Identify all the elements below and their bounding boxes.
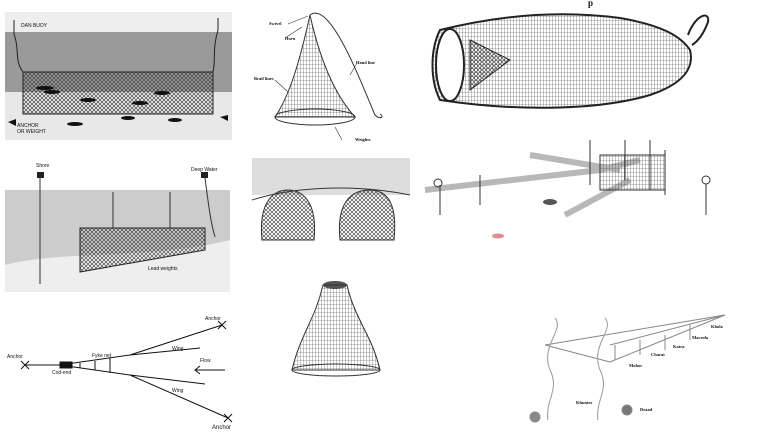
swivel-label: Swivel [269,21,282,26]
weights-label: Weights [355,137,371,142]
anchor-label-2: OR WEIGHT [17,129,46,135]
dan-buoy-label: DAN BUOY [21,23,48,29]
fence-trap-illustration [424,140,711,239]
stake-net-label: Mohor [629,363,642,368]
pot-traps-illustration [251,158,411,241]
anchor-left-label: Anchor [7,354,23,360]
hand-line-label: Hand line [356,60,375,65]
stake-net-label: Katra [673,344,685,349]
cast-net-illustration: Swivel Horn Hand line Brail lines Weight… [254,12,383,142]
fyke-net-label: Fyke net [92,353,112,359]
cod-end-label: Cod-end [52,370,71,376]
stake-net-label: Charat [651,352,665,357]
anchor-top-label: Anchor [205,316,221,322]
bottom-set-net-illustration: Shore Deep Water Lead weights [5,163,230,292]
flow-label: Flow [200,358,211,364]
stake-net-labels: Khola Macrola Katra Charat Mohor Khuntes… [576,324,724,412]
wing-bottom-label: Wing [172,388,184,394]
conical-basket-trap-illustration [291,281,381,377]
anchor-label: ANCHOR [17,123,39,129]
anchor-bottom-label: Anchor [212,425,231,431]
stake-net-illustration [529,314,726,423]
gillnet-illustration: DAN BUOY ANCHOR OR WEIGHT [5,12,232,140]
stake-net-label: Dozad [640,407,653,412]
wing-top-label: Wing [172,346,184,352]
horn-label: Horn [285,36,296,41]
fyke-net-diagram [20,320,233,423]
lead-weights-label: Lead weights [148,266,178,272]
stake-net-label: Macrola [692,335,709,340]
stake-net-label: Khuntes [576,400,593,405]
stake-net-label: Khola [711,324,724,329]
brail-lines-label: Brail lines [254,76,274,81]
header-fragment: p [588,0,593,8]
basket-fish-trap-illustration [431,13,710,109]
shore-label: Shore [36,163,50,169]
deep-water-label: Deep Water [191,167,218,173]
